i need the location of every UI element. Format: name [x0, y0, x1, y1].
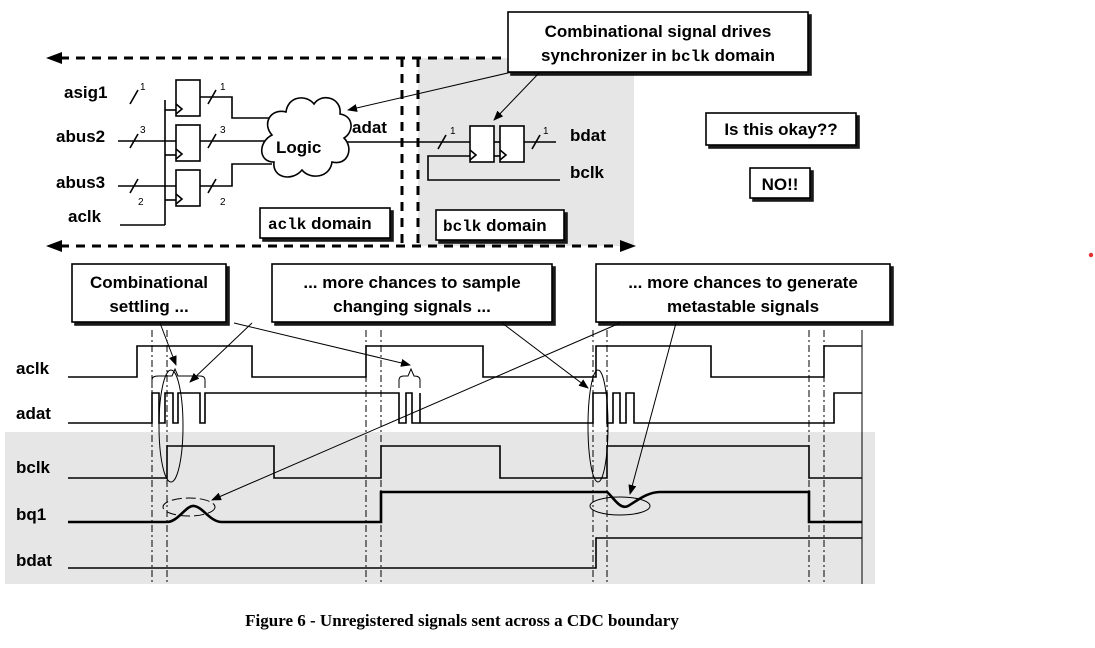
answer-box — [749, 167, 811, 199]
adat-width: 1 — [450, 126, 456, 137]
wave-label-bclk: bclk — [16, 458, 51, 477]
bclk-schematic-label: bclk — [570, 163, 605, 182]
waveform-annotations — [151, 322, 677, 517]
callout-sample-line2: changing signals ... — [333, 297, 491, 316]
question-box — [705, 112, 857, 146]
wave-bq1 — [68, 490, 862, 524]
aclk-domain-box — [259, 207, 391, 239]
figure-caption: Figure 6 - Unregistered signals sent acr… — [245, 611, 679, 630]
abus3-width-in: 2 — [138, 197, 144, 208]
logic-label: Logic — [276, 138, 321, 157]
bdat-width: 1 — [543, 126, 549, 137]
synchronizer-flip-flops — [469, 125, 525, 163]
logic-cloud: Logic — [260, 96, 352, 178]
answer-text: NO!! — [762, 175, 799, 194]
aclk-flip-flops — [175, 79, 201, 207]
bdat-label: bdat — [570, 126, 606, 145]
schematic-wiring — [118, 89, 560, 226]
abus3-label: abus3 — [56, 173, 105, 192]
wave-label-bdat: bdat — [16, 551, 52, 570]
callout-drives-line1: Combinational signal drives — [545, 22, 772, 41]
abus2-label: abus2 — [56, 127, 105, 146]
callout-generate-line1: ... more chances to generate — [628, 273, 858, 292]
callout-settling-box — [71, 263, 227, 323]
question-text: Is this okay?? — [724, 120, 837, 139]
asig1-width-out: 1 — [220, 82, 226, 93]
abus2-width-out: 3 — [220, 125, 226, 136]
wave-label-aclk: aclk — [16, 359, 50, 378]
asig1-width-in: 1 — [140, 82, 146, 93]
wave-bclk — [68, 445, 862, 479]
bclk-domain-label: bclk domain — [443, 216, 547, 236]
adat-label: adat — [352, 118, 387, 137]
wave-adat — [68, 392, 862, 424]
wave-label-bq1: bq1 — [16, 505, 46, 524]
callout-drives-box — [507, 11, 809, 73]
wave-label-adat: adat — [16, 404, 51, 423]
wave-bdat — [68, 537, 862, 569]
callout-sample-line1: ... more chances to sample — [303, 273, 520, 292]
abus3-width-out: 2 — [220, 197, 226, 208]
marker-dot — [1088, 252, 1094, 258]
callout-generate-box — [595, 263, 891, 323]
callout-drives-line2: synchronizer in bclk domain — [541, 46, 775, 66]
bclk-domain-box — [435, 209, 565, 241]
callout-settling-line1: Combinational — [90, 273, 208, 292]
callout-sample-box — [271, 263, 553, 323]
wave-aclk — [68, 345, 862, 378]
aclk-domain-label: aclk domain — [268, 214, 372, 234]
callout-generate-line2: metastable signals — [667, 297, 819, 316]
abus2-width-in: 3 — [140, 125, 146, 136]
callout-settling-line2: settling ... — [109, 297, 188, 316]
asig1-label: asig1 — [64, 83, 107, 102]
aclk-schematic-label: aclk — [68, 207, 102, 226]
bclk-waveform-shade — [5, 432, 875, 584]
